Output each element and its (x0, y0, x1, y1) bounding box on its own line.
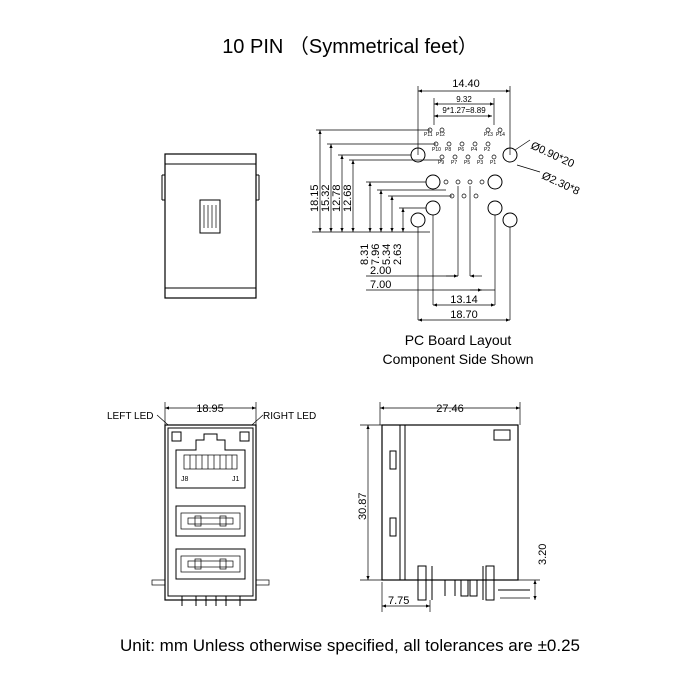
side-latch-bottom (389, 517, 397, 537)
vdim-5-34: 5.34 (381, 244, 393, 265)
vdim-15-32: 15.32 (320, 184, 332, 212)
pin-label-p8: P8 (445, 147, 451, 153)
front-view: 18.95 LEFT LED RIGHT LED J8 J1 (107, 402, 316, 606)
hole-small-callout: Ø0.90*20 (529, 140, 576, 171)
jack-label-j8: J8 (181, 476, 189, 483)
side-view-body (381, 424, 519, 581)
dim-pitch: 9*1.27=8.89 (442, 106, 486, 115)
side-height-dim: 30.87 (357, 492, 369, 520)
top-view-body (164, 153, 257, 299)
front-width-dim: 18.95 (196, 403, 224, 415)
left-led-label: LEFT LED (107, 411, 154, 422)
pcb-layout: 14.40 9.32 9*1.27=8.89 P11 P12 P13 P14 P… (309, 78, 581, 367)
dim-9-32: 9.32 (456, 95, 472, 104)
side-latch-top (389, 450, 397, 470)
pin-label-p5: P5 (464, 160, 470, 166)
top-view (161, 153, 260, 299)
pin-label-p14: P14 (496, 132, 505, 138)
bottom-offset-dim: 7.75 (388, 595, 409, 607)
right-led (239, 431, 250, 442)
usb-port-bottom (175, 548, 246, 580)
pin-label-p9: P9 (438, 160, 444, 166)
top-view-window (199, 199, 221, 234)
side-view: 27.46 30.87 3.20 7.75 (357, 402, 549, 612)
right-led-label: RIGHT LED (263, 411, 316, 422)
pin-label-p6: P6 (458, 147, 464, 153)
front-view-body (164, 424, 257, 601)
hdim-2-00: 2.00 (370, 265, 391, 277)
vdim-12-78: 12.78 (331, 184, 343, 212)
pin-label-p12: P12 (436, 132, 445, 138)
pin-label-p10: P10 (432, 147, 441, 153)
jack-label-j1: J1 (232, 476, 240, 483)
vdim-7-96: 7.96 (370, 244, 382, 265)
vdim-18-15: 18.15 (309, 184, 321, 212)
pcb-caption-1: PC Board Layout (405, 332, 512, 348)
pin-label-p11: P11 (424, 132, 433, 138)
pin-label-p13: P13 (484, 132, 493, 138)
pin-label-p7: P7 (451, 160, 457, 166)
vdim-8-31: 8.31 (359, 244, 371, 265)
hole-large-callout: Ø2.30*8 (540, 170, 582, 198)
hdim-13-14: 13.14 (450, 294, 478, 306)
pin-label-p2: P2 (484, 147, 490, 153)
side-width-dim: 27.46 (436, 403, 464, 415)
hdim-7-00: 7.00 (370, 279, 391, 291)
left-led (171, 431, 182, 442)
page-title: 10 PIN （Symmetrical feet） (222, 36, 478, 58)
vdim-12-68: 12.68 (342, 184, 354, 212)
foot-height-dim: 3.20 (537, 544, 549, 565)
vdim-2-63: 2.63 (392, 244, 404, 265)
usb-port-top (175, 505, 246, 537)
tolerance-note: Unit: mm Unless otherwise specified, all… (119, 636, 581, 655)
hdim-18-70: 18.70 (450, 309, 478, 321)
pin-label-p4: P4 (471, 147, 477, 153)
pcb-caption-2: Component Side Shown (383, 351, 534, 367)
side-led-window (493, 429, 511, 441)
pin-label-p1: P1 (490, 160, 496, 166)
rj45-jack (175, 433, 246, 489)
pin-label-p3: P3 (477, 160, 483, 166)
dim-14-40: 14.40 (452, 78, 480, 90)
